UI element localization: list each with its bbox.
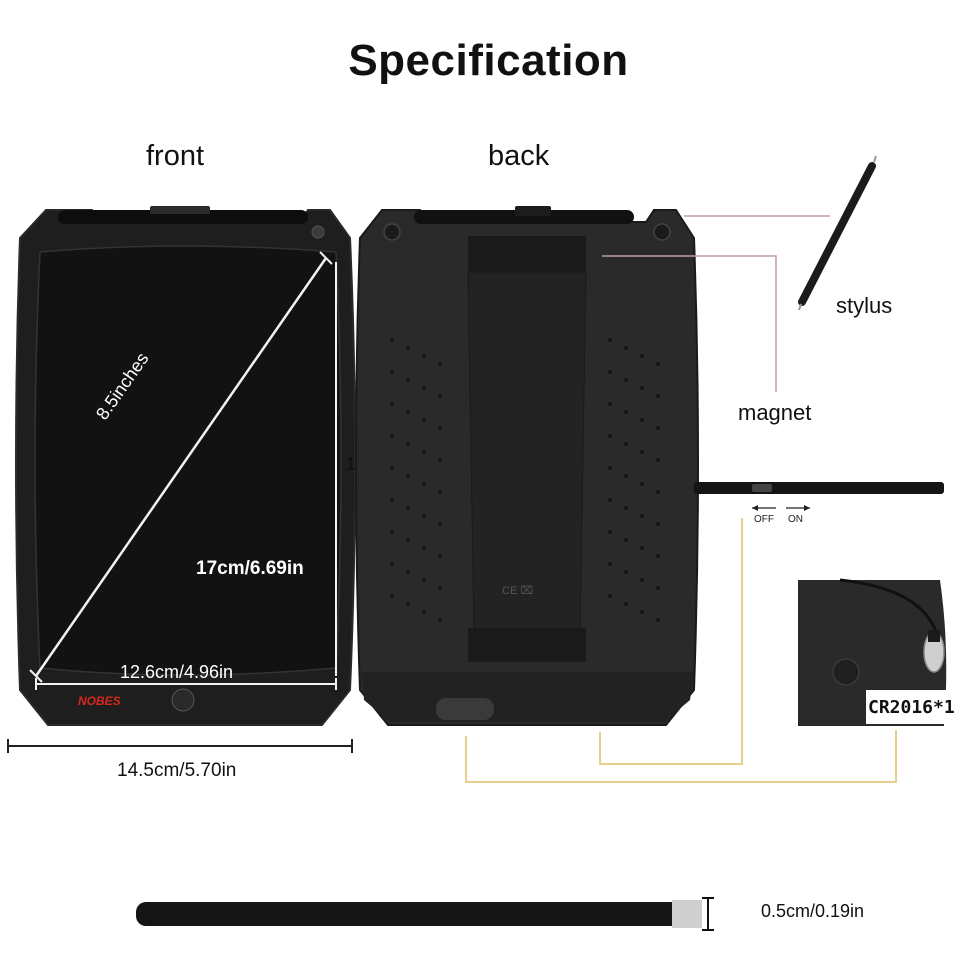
switch-off-label: OFF [754,514,774,525]
back-dot-pattern [390,338,660,622]
back-magnet-block [468,236,586,272]
back-device: CE ⌧ [355,206,699,726]
thickness-measure-label: 0.5cm/0.19in [761,901,865,921]
battery-detail [798,578,976,726]
diagonal-measure-line [34,257,328,677]
battery-label: CR2016*1 [868,697,955,718]
screen-width-measure-label: 12.6cm/4.96in [120,662,234,682]
brand-logo: NOBES [78,694,121,708]
switch-callout-line [599,518,743,765]
front-view-label: front [146,140,205,172]
front-device [15,206,356,726]
page-title: Specification [348,36,629,85]
side-view-switch [694,482,944,511]
height-measure-label: 17cm/6.69in [196,558,304,579]
switch-on-label: ON [788,514,803,525]
battery-callout-line [465,730,897,783]
side-marker-label: 1 [346,454,357,474]
magnet-callout-line [602,255,777,392]
total-width-measure-label: 14.5cm/5.70in [117,760,237,781]
thickness-view [136,897,714,931]
svg-text:CE ⌧: CE ⌧ [502,585,533,597]
back-stylus-slot [414,210,634,224]
stylus-icon [798,155,877,311]
magnet-label: magnet [738,400,812,425]
front-stylus-slot [58,210,308,224]
coin-battery-icon [923,630,945,673]
stylus-label: stylus [836,293,893,318]
power-switch [752,484,772,492]
home-button [171,688,195,712]
back-view-label: back [488,140,550,172]
back-speaker-grill [436,698,494,720]
